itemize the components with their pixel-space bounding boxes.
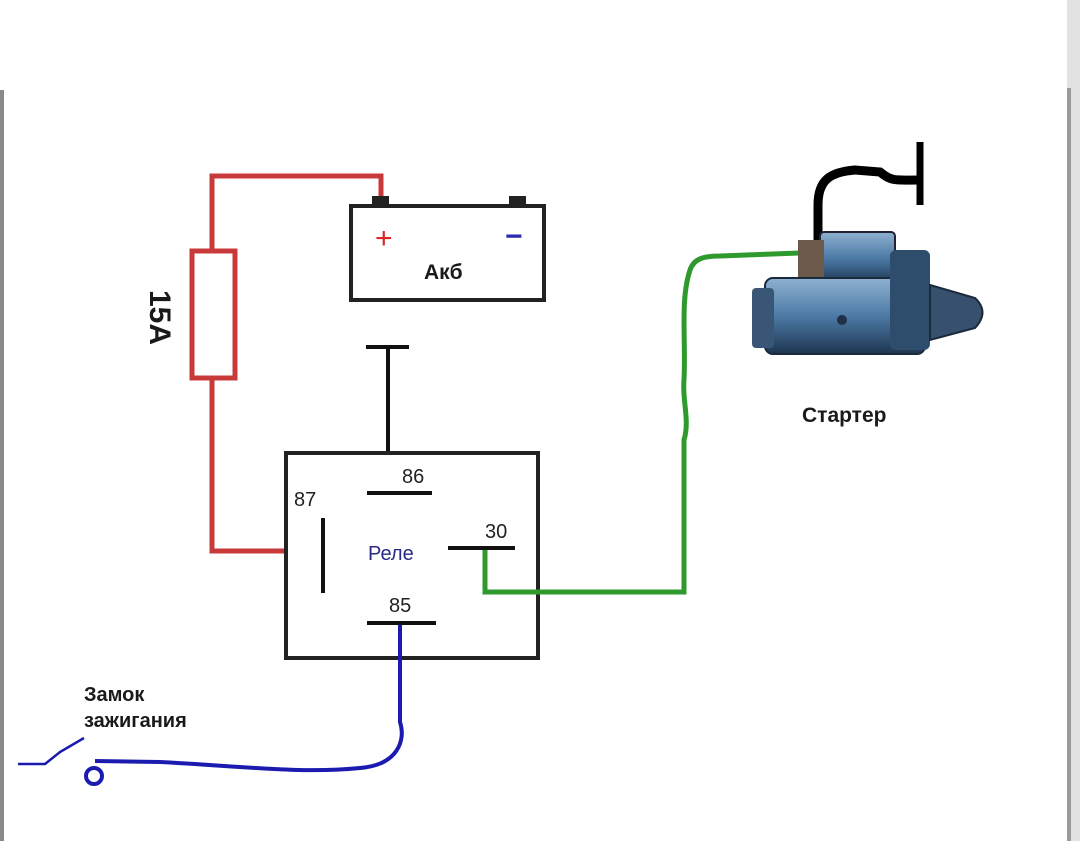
fuse <box>189 248 238 381</box>
battery-terminal-plus <box>372 196 389 206</box>
positive-wire <box>209 173 384 554</box>
pin-87-label: 87 <box>294 489 316 511</box>
ignition-switch-contact <box>84 766 104 786</box>
starter-wire <box>482 250 801 595</box>
relay-label: Реле <box>368 543 414 565</box>
battery-terminal-minus <box>509 196 526 206</box>
battery-minus-sign: − <box>505 220 523 253</box>
starter-ground-wire <box>813 165 921 248</box>
battery-plus-sign: + <box>375 222 393 255</box>
ignition-label-line2: зажигания <box>84 710 187 732</box>
pin-30-label: 30 <box>485 521 507 543</box>
battery-label: Акб <box>424 261 463 284</box>
fuse-label: 15A <box>143 290 176 345</box>
left-border <box>0 90 4 841</box>
starter-label: Стартер <box>802 404 886 427</box>
starter-motor-image <box>752 231 984 355</box>
pin-86-label: 86 <box>402 466 424 488</box>
ignition-label-line1: Замок <box>84 684 145 706</box>
battery <box>349 204 546 302</box>
pin-85-label: 85 <box>389 595 411 617</box>
ignition-switch-symbol <box>18 736 85 766</box>
ignition-wire <box>94 625 404 773</box>
